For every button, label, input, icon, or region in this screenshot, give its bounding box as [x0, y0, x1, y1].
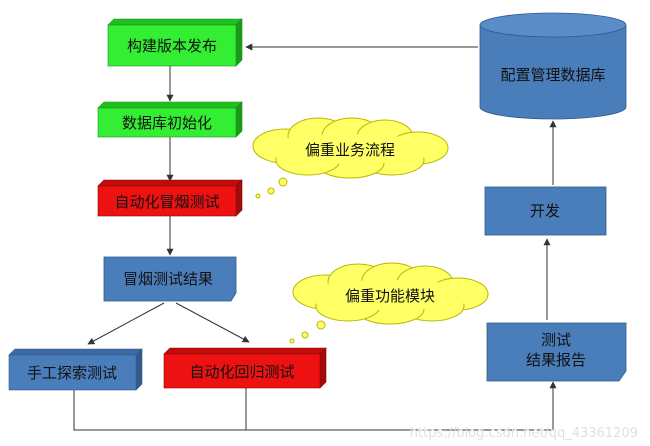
callout-bubble [289, 338, 295, 344]
connectors [73, 43, 557, 431]
watermark: https://blog.csdn.net/qq_43361209 [410, 426, 638, 441]
callout-bubble [278, 177, 288, 187]
callout-business-flow-label: 偏重业务流程 [305, 141, 395, 159]
node-config-db: 配置管理数据库 [479, 12, 627, 120]
node-auto-smoke-label: 自动化冒烟测试 [114, 193, 219, 211]
node-smoke-result: 冒烟测试结果 [103, 256, 237, 302]
arrow-result-to-regression [175, 302, 250, 343]
callout-function-module-label: 偏重功能模块 [345, 287, 435, 305]
callout-function-module: 偏重功能模块 [289, 262, 489, 344]
callout-bubble [316, 320, 326, 330]
node-auto-smoke: 自动化冒烟测试 [97, 179, 243, 217]
node-test-report-label-line2: 结果报告 [526, 351, 586, 369]
callout-business-flow: 偏重业务流程 [252, 117, 449, 199]
node-develop: 开发 [484, 186, 607, 236]
node-manual-explore-label: 手工探索测试 [27, 364, 117, 382]
node-config-db-label: 配置管理数据库 [500, 66, 605, 84]
node-smoke-result-label: 冒烟测试结果 [123, 270, 213, 288]
callout-bubble [255, 193, 261, 199]
node-db-init: 数据库初始化 [97, 101, 243, 138]
node-build-release: 构建版本发布 [107, 18, 243, 67]
node-auto-regression-label: 自动化回归测试 [189, 363, 294, 381]
node-auto-regression: 自动化回归测试 [163, 347, 327, 389]
node-manual-explore: 手工探索测试 [8, 348, 143, 391]
node-test-report: 测试 结果报告 [486, 322, 627, 382]
callout-bubble [267, 187, 275, 195]
node-db-init-label: 数据库初始化 [122, 114, 212, 132]
arrow-result-to-manual [87, 302, 165, 345]
node-test-report-label-line1: 测试 [541, 331, 571, 349]
callout-bubble [301, 331, 309, 339]
node-develop-label: 开发 [530, 202, 560, 220]
node-build-release-label: 构建版本发布 [127, 37, 217, 55]
line-bottom-merge [73, 381, 557, 431]
